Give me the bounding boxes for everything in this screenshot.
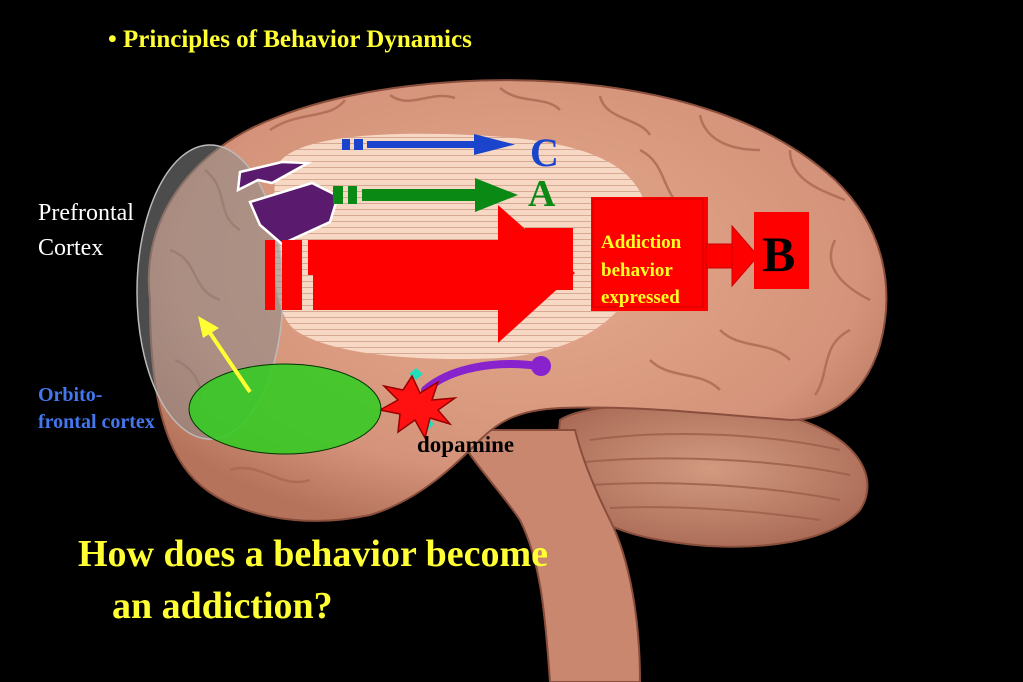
arrow-c (342, 134, 515, 155)
dopamine-pathway-end (531, 356, 551, 376)
orbitofrontal-ellipse (188, 363, 382, 455)
purple-shape-bottom (248, 181, 340, 246)
behavior-b-box (754, 212, 809, 289)
addiction-box-inner (592, 198, 704, 308)
slide-question: How does a behavior become an addiction? (78, 528, 548, 632)
yellow-arrow (198, 316, 252, 394)
behavior-c-label: C (530, 130, 559, 175)
purple-shape-top (236, 160, 313, 193)
dopamine-label: dopamine (417, 432, 515, 457)
question-line2: an addiction? (112, 585, 333, 627)
dopamine-pathway (421, 360, 542, 394)
addiction-label-line3: expressed (601, 287, 680, 308)
addiction-label-line1: Addiction (601, 232, 682, 253)
dopamine-starburst (377, 374, 458, 441)
orbitofrontal-label-line2: frontal cortex (38, 411, 155, 433)
behavior-a-label: A (528, 173, 556, 215)
arrow-a (333, 178, 518, 212)
prefrontal-cortex-label: Prefrontal Cortex (38, 196, 134, 266)
brainstem (453, 429, 642, 682)
slide-title: • Principles of Behavior Dynamics (108, 26, 472, 53)
prefrontal-label-line2: Cortex (38, 235, 104, 261)
addiction-box (591, 197, 708, 311)
orbitofrontal-label-line1: Orbito- (38, 384, 103, 406)
prefrontal-label-line1: Prefrontal (38, 200, 134, 226)
behavior-b-label: B (762, 226, 795, 282)
orbitofrontal-cortex-label: Orbito- frontal cortex (38, 382, 155, 436)
arrow-b (265, 205, 575, 343)
question-line1: How does a behavior become (78, 533, 549, 575)
arrow-to-b (705, 224, 759, 288)
addiction-label-line2: behavior (601, 259, 673, 281)
addiction-box-label: Addiction behavior expressed (601, 229, 681, 312)
